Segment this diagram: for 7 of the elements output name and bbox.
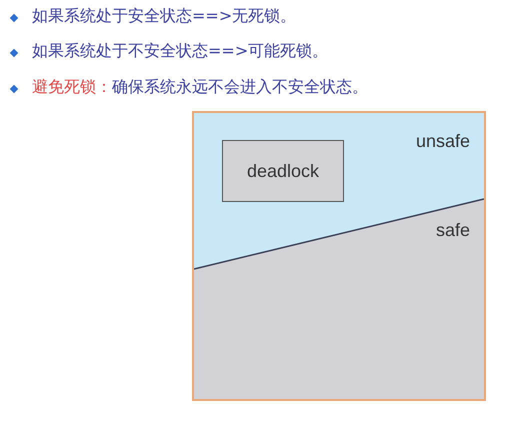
region-label: safe bbox=[436, 220, 470, 241]
deadlock-box: deadlock bbox=[222, 140, 344, 202]
bullet-text: 如果系统处于安全状态==>无死锁。 bbox=[32, 6, 296, 27]
bullet-text: 如果系统处于不安全状态==>可能死锁。 bbox=[32, 41, 328, 62]
region-label: unsafe bbox=[416, 131, 470, 152]
bullet-text: 避免死锁： bbox=[32, 77, 112, 98]
bullet-text: 确保系统永远不会进入不安全状态。 bbox=[112, 77, 368, 98]
